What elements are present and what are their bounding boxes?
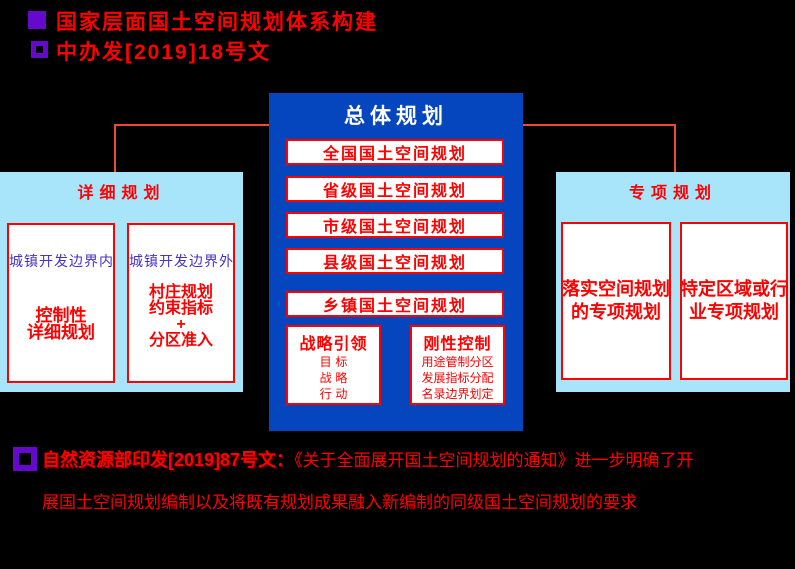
outside-boundary-header: 城镇开发边界外 xyxy=(129,254,234,270)
inside-urban-boundary-box: 城镇开发边界内 控制性 详细规划 xyxy=(7,223,115,383)
footer-document-number: 自然资源部印发[2019]87号文： xyxy=(42,450,295,470)
outside-boundary-line-indicators: 约束指标 xyxy=(148,300,213,317)
specific-line-1: 特定区域或行 xyxy=(680,279,788,299)
implement-spatial-plan-box: 落实空间规划 的专项规划 xyxy=(561,222,671,380)
connector-left-horizontal xyxy=(114,124,270,126)
rigid-control-box: 刚性控制 用途管制分区 发展指标分配 名录边界划定 xyxy=(410,325,505,405)
footer-line-1-rest: 《关于全面展开国土空间规划的通知》进一步明确了开 xyxy=(294,451,694,470)
master-plan-title: 总体规划 xyxy=(344,105,448,128)
control-line-zoning: 用途管制分区 xyxy=(421,355,494,369)
special-planning-title: 专项规划 xyxy=(628,185,717,202)
inside-boundary-body: 控制性 详细规划 xyxy=(9,307,113,341)
level-box-township: 乡镇国土空间规划 xyxy=(286,291,504,317)
detailed-planning-panel: 详细规划 城镇开发边界内 控制性 详细规划 城镇开发边界外 村庄规划 约束指标 … xyxy=(0,172,243,392)
level-box-provincial: 省级国土空间规划 xyxy=(286,176,504,202)
control-line-boundaries: 名录边界划定 xyxy=(421,387,494,401)
inside-boundary-line-1: 控制性 xyxy=(35,306,87,325)
footer-line-1: 自然资源部印发[2019]87号文：《关于全面展开国土空间规划的通知》进一步明确… xyxy=(42,446,694,472)
footer-line-2: 展国土空间规划编制以及将既有规划成果融入新编制的同级国土空间规划的要求 xyxy=(42,493,637,512)
outside-boundary-line-plus: + xyxy=(176,316,186,333)
outline-square-bullet-icon xyxy=(31,41,48,58)
master-plan-block: 总体规划 全国国土空间规划 省级国土空间规划 市级国土空间规划 县级国土空间规划… xyxy=(269,93,523,431)
specific-line-2: 业专项规划 xyxy=(689,302,779,322)
outside-boundary-line-zoning: 分区准入 xyxy=(148,332,213,349)
strategy-line-action: 行 动 xyxy=(319,387,348,401)
detailed-planning-title: 详细规划 xyxy=(77,185,166,202)
implement-line-2: 的专项规划 xyxy=(571,302,661,322)
strategy-line-goal: 目 标 xyxy=(319,355,348,369)
outside-urban-boundary-box: 城镇开发边界外 村庄规划 约束指标 + 分区准入 xyxy=(127,223,235,383)
connector-left-vertical xyxy=(114,124,116,172)
level-box-county: 县级国土空间规划 xyxy=(286,248,504,274)
connector-right-horizontal xyxy=(523,124,676,126)
connector-right-vertical xyxy=(674,124,676,172)
level-box-municipal: 市级国土空间规划 xyxy=(286,212,504,238)
inside-boundary-line-2: 详细规划 xyxy=(27,323,95,342)
strategy-line-strategy: 战 略 xyxy=(319,371,348,385)
specific-region-industry-box: 特定区域或行 业专项规划 xyxy=(680,222,788,380)
slide-title: 国家层面国土空间规划体系构建 xyxy=(56,11,378,34)
slide-subtitle-document-number: 中办发[2019]18号文 xyxy=(56,41,272,64)
implement-line-1: 落实空间规划 xyxy=(562,279,670,299)
strategy-guidance-title: 战略引领 xyxy=(299,336,368,353)
outside-boundary-line-village: 村庄规划 xyxy=(148,284,213,301)
special-planning-panel: 专项规划 落实空间规划 的专项规划 特定区域或行 业专项规划 xyxy=(556,172,790,392)
outside-boundary-body: 村庄规划 约束指标 + 分区准入 xyxy=(129,285,233,349)
level-box-national: 全国国土空间规划 xyxy=(286,139,504,165)
control-line-indicators: 发展指标分配 xyxy=(421,371,494,385)
footer-outline-square-bullet-icon xyxy=(13,447,37,471)
strategy-guidance-box: 战略引领 目 标 战 略 行 动 xyxy=(286,325,381,405)
solid-square-bullet-icon xyxy=(28,11,46,29)
rigid-control-title: 刚性控制 xyxy=(423,336,492,353)
inside-boundary-header: 城镇开发边界内 xyxy=(9,254,114,270)
